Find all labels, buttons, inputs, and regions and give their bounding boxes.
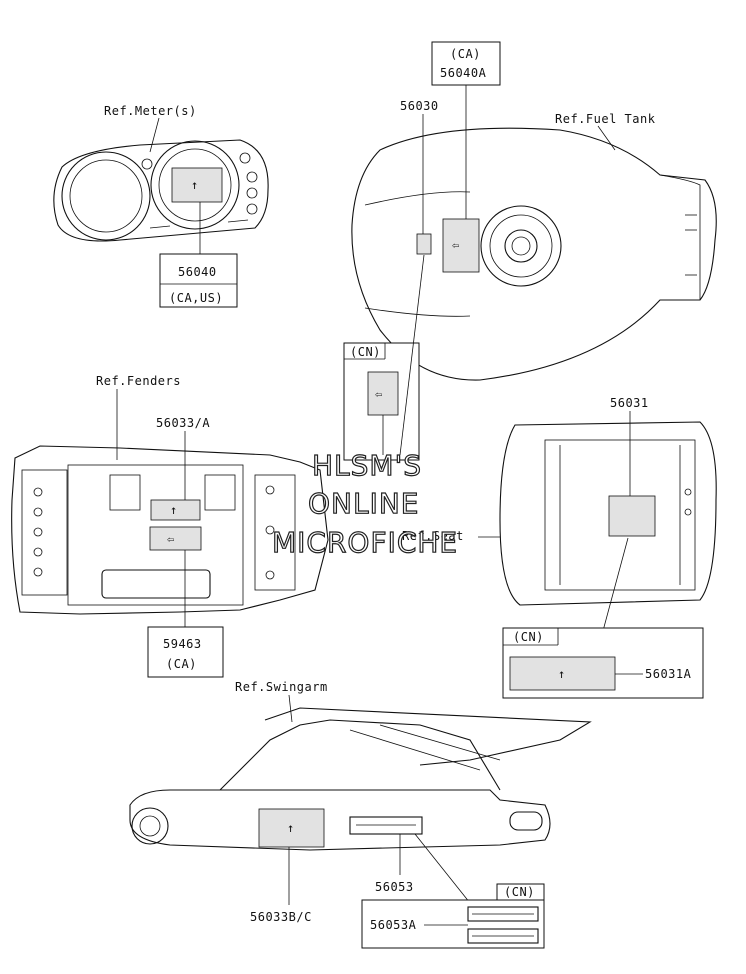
ref-seat-label: Ref.Seat <box>402 529 464 543</box>
svg-text:↑: ↑ <box>170 503 178 517</box>
part-56053A: 56053A <box>370 918 417 932</box>
cn-box-swingarm <box>361 899 545 949</box>
label-box-59463 <box>147 626 224 678</box>
watermark-line-1: HLSM'S <box>312 449 422 482</box>
svg-text:⇦: ⇦ <box>375 387 383 401</box>
svg-text:↑: ↑ <box>558 667 566 681</box>
fuel-tank-illustration: ⇦ <box>351 127 717 381</box>
part-56031A: 56031A <box>645 667 692 681</box>
ref-meter-label: Ref.Meter(s) <box>104 104 197 118</box>
part-56033BC: 56033B/C <box>250 910 312 924</box>
part-56030: 56030 <box>400 99 439 113</box>
part-56040A: 56040A <box>440 66 487 80</box>
part-59463: 59463 <box>163 637 202 651</box>
ref-fuel-tank-label: Ref.Fuel Tank <box>555 112 656 126</box>
cn-label-seat: (CN) <box>513 630 544 644</box>
part-56040: 56040 <box>178 265 217 279</box>
svg-text:↑: ↑ <box>191 178 199 192</box>
ref-swingarm-label: Ref.Swingarm <box>235 680 328 694</box>
svg-text:⇦: ⇦ <box>452 238 460 252</box>
cn-label-swingarm: (CN) <box>504 885 535 899</box>
watermark-line-3: MICROFICHE <box>272 526 458 559</box>
part-56031: 56031 <box>610 396 649 410</box>
part-59463-region: (CA) <box>166 657 197 671</box>
label-box-56040A <box>431 41 501 86</box>
svg-text:↑: ↑ <box>287 821 295 835</box>
fenders-illustration: ↑ ⇦ <box>11 445 329 615</box>
svg-text:⇦: ⇦ <box>167 532 175 546</box>
part-56053: 56053 <box>375 880 414 894</box>
part-56040-region: (CA,US) <box>169 291 223 305</box>
cn-label-tank: (CN) <box>350 345 381 359</box>
seat-illustration <box>499 421 717 606</box>
part-56033A: 56033/A <box>156 416 210 430</box>
meter-illustration: ↑ <box>53 139 269 242</box>
swingarm-illustration: ↑ <box>129 707 592 851</box>
ref-fenders-label: Ref.Fenders <box>96 374 181 388</box>
label-box-56040 <box>159 253 238 308</box>
watermark-line-2: ONLINE <box>308 487 419 520</box>
part-56040A-region: (CA) <box>450 47 481 61</box>
